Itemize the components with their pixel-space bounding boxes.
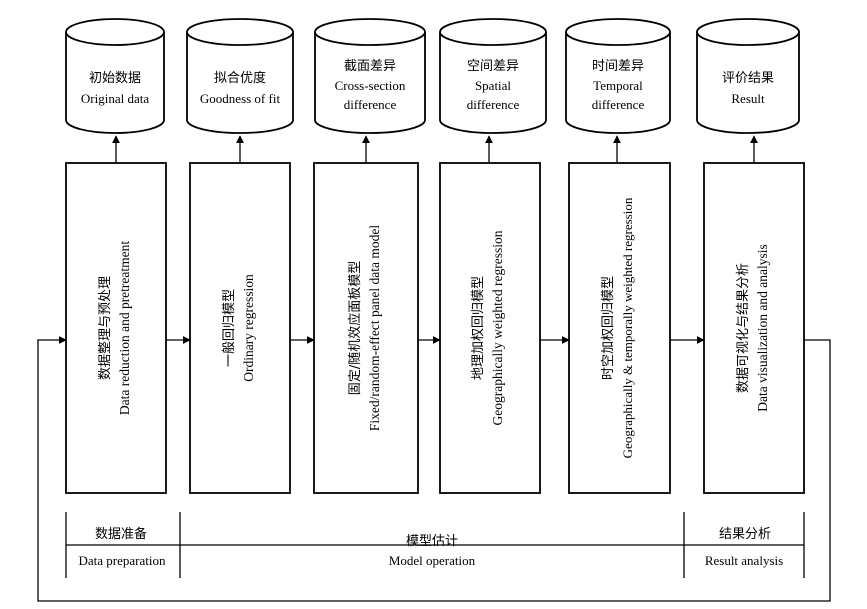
box-6-cn: 数据可视化与结果分析 — [736, 263, 751, 393]
box-5-en: Geographically & temporally weighted reg… — [620, 197, 635, 458]
cylinder-temporal-difference: 时间差异 Temporal difference — [565, 18, 671, 134]
box-gwr — [439, 162, 541, 494]
cylinder-result: 评价结果 Result — [696, 18, 800, 134]
box-3-cn: 固定/随机效应面板模型 — [347, 261, 363, 395]
cylinder-1-cn: 初始数据 — [89, 71, 141, 86]
stage-3-cn: 结果分析 — [719, 527, 771, 542]
cylinder-5-en1: Temporal — [593, 78, 643, 93]
cylinder-4-cn: 空间差异 — [467, 59, 519, 74]
stage-2-cn: 模型估计 — [406, 534, 458, 549]
box-data-reduction — [65, 162, 167, 494]
box-visualization — [703, 162, 805, 494]
cylinder-5-en2: difference — [592, 97, 645, 112]
box-ordinary-regression — [189, 162, 291, 494]
cylinder-4-en1: Spatial — [475, 78, 511, 93]
stage-brackets — [65, 512, 805, 578]
feedback-loop-arrow — [37, 336, 831, 602]
box-2-en: Ordinary regression — [241, 274, 256, 382]
cylinder-3-en2: difference — [344, 97, 397, 112]
cylinder-3-en1: Cross-section — [335, 78, 406, 93]
cylinder-goodness-of-fit: 拟合优度 Goodness of fit — [186, 18, 294, 134]
box-4-cn: 地理加权回归模型 — [470, 276, 486, 380]
cylinder-6-cn: 评价结果 — [722, 71, 774, 86]
cylinder-2-en1: Goodness of fit — [200, 91, 281, 106]
cylinder-4-en2: difference — [467, 97, 520, 112]
cylinder-5-cn: 时间差异 — [592, 59, 644, 74]
stage-2-en: Model operation — [389, 553, 476, 568]
box-2-cn: 一般回归模型 — [221, 289, 237, 367]
stage-1-en: Data preparation — [79, 553, 166, 568]
box-6-en: Data visualization and analysis — [755, 244, 770, 412]
stage-3-en: Result analysis — [705, 553, 783, 568]
cylinder-3-cn: 截面差异 — [344, 59, 396, 74]
box-3-en: Fixed/random-effect panel data model — [367, 225, 382, 432]
box-panel-model — [313, 162, 419, 494]
cylinder-cross-section-difference: 截面差异 Cross-section difference — [314, 18, 426, 134]
box-gtwr — [568, 162, 671, 494]
cylinder-original-data: 初始数据 Original data — [65, 18, 165, 134]
cylinder-2-cn: 拟合优度 — [214, 70, 266, 86]
stage-1-cn: 数据准备 — [95, 526, 147, 542]
cylinder-spatial-difference: 空间差异 Spatial difference — [439, 18, 547, 134]
box-4-en: Geographically weighted regression — [490, 230, 505, 425]
box-1-cn: 数据整理与预处理 — [98, 276, 113, 380]
box-5-cn: 时空加权回归模型 — [600, 276, 616, 380]
cylinder-1-en1: Original data — [81, 91, 149, 106]
box-1-en: Data reduction and pretreatment — [117, 241, 132, 416]
cylinder-6-en1: Result — [731, 91, 765, 106]
